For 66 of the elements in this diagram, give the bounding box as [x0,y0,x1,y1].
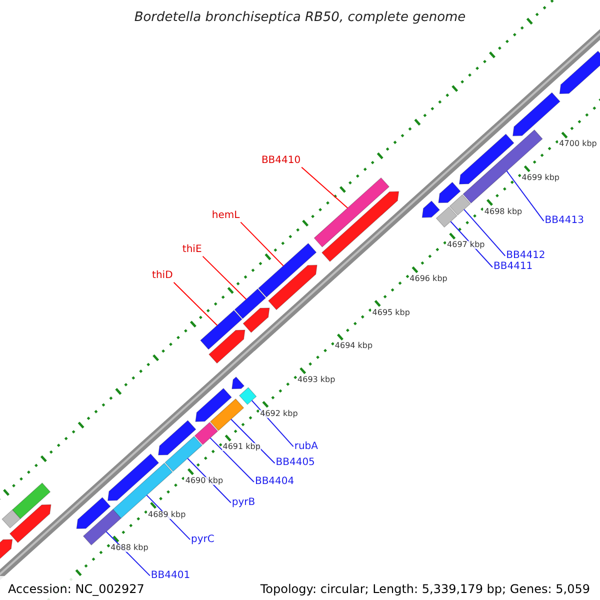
leader-line [210,437,254,483]
gene-bar [112,462,173,519]
gene-label: BB4405 [276,458,315,468]
tick-label: 4689 kbp [146,510,187,519]
accession-text: Accession: NC_002927 [0,576,152,600]
tick-label: 4691 kbp [222,443,262,452]
gene-label: thiD [152,271,173,282]
leader-line [464,208,506,256]
gene-bar [164,436,202,472]
gene-feature [459,134,514,184]
leader-line [240,222,284,266]
gene-feature [208,330,246,364]
tick-label: 4695 kbp [371,308,411,317]
gene-label: BB4404 [254,477,294,488]
gene-bar [462,130,543,204]
gene-feature [158,420,196,456]
tick-label: 4688 kbp [110,544,150,552]
tick-label: 4692 kbp [259,410,299,418]
gene-label: BB4411 [494,262,533,272]
gene-feature [0,539,13,560]
gene-label: BB4401 [150,570,190,581]
gene-feature [559,50,600,94]
gene-feature [242,308,270,333]
gene-feature [438,182,461,204]
gene-feature [107,454,160,501]
gene-bar [82,508,122,546]
gene-bar [436,206,458,228]
tick-label: 4696 kbp [408,274,448,283]
gene-bar [2,509,21,528]
gene-feature [322,191,400,262]
tick-label: 4693 kbp [296,376,336,384]
tick-label: 4690 kbp [184,476,224,485]
gene-bar [258,243,317,298]
gene-bar [314,177,390,248]
gene-bar [238,387,257,405]
leader-line [450,221,493,268]
gene-feature [512,92,560,136]
gene-feature [268,264,318,310]
tick-label: 4697 kbp [446,241,486,250]
gene-label: BB4413 [544,216,584,226]
title: Bordetella bronchiseptica RB50, complete genome [133,11,467,24]
gene-feature [422,200,440,218]
tick-label: 4699 kbp [520,174,560,182]
gene-feature [9,504,52,543]
leader-line [173,282,218,326]
gene-bar [210,398,244,432]
tick-label: 4694 kbp [334,342,374,350]
gene-feature [76,497,111,529]
gene-label: pyrC [191,534,214,545]
gene-label: thiE [182,245,202,256]
leader-line [230,418,276,464]
gene-label: rubA [294,442,318,452]
gene-bar [234,288,266,319]
gene-label: hemL [212,211,240,222]
gene-feature [232,376,245,390]
tick-label: 4698 kbp [483,208,524,216]
leader-line [202,256,247,300]
gene-bar [12,482,51,520]
gene-label: BB4412 [506,250,546,261]
gene-label: BB4410 [261,156,301,166]
leader-line [301,166,348,208]
gene-feature [195,388,232,422]
gene-label: pyrB [232,498,256,508]
tick-label: 4700 kbp [558,140,598,148]
gene-bar [200,310,242,350]
gene-bar [449,194,471,216]
